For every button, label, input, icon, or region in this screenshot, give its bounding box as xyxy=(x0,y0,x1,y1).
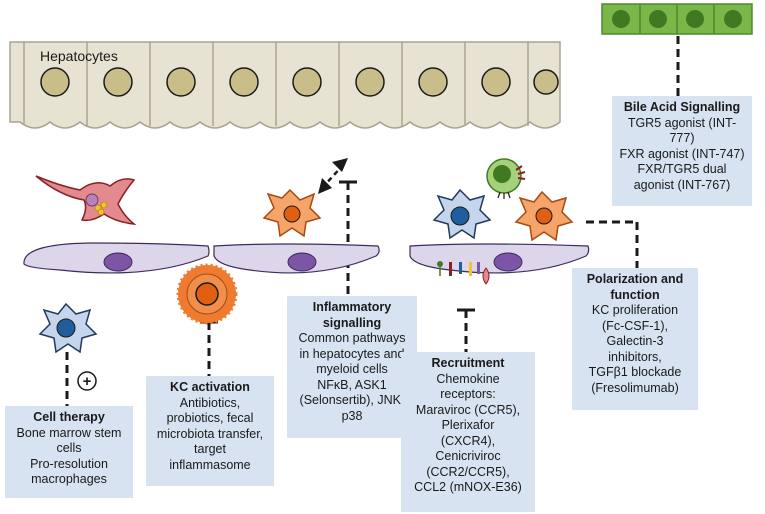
bile-acid-title: Bile Acid Signalling xyxy=(623,100,741,114)
bile-acid-line: TGR5 agonist (INT- xyxy=(627,115,737,130)
kc-activation-line: Antibiotics, xyxy=(179,395,241,410)
bile-acid-line: FXR/TGR5 dual xyxy=(637,162,727,176)
bidirectional-arrow xyxy=(318,158,348,194)
cell-therapy-line: cells xyxy=(56,441,82,455)
cell-therapy-line: macrophages xyxy=(31,472,107,486)
recruitment-line: (CXCR4), xyxy=(440,433,496,448)
polarization-title: Polarization and xyxy=(586,272,684,286)
inflammatory-line: myeloid cells xyxy=(316,362,388,376)
recruitment-line: Chemokine xyxy=(436,371,500,386)
monocyte-with-receptors xyxy=(486,158,526,199)
blue-macrophage-recruitment xyxy=(432,188,492,240)
polarization-line: (Fresolimumab) xyxy=(591,380,679,395)
recruitment-box: Recruitment Chemokine receptors: Maravir… xyxy=(401,352,535,512)
chemokine-receptors xyxy=(437,261,490,285)
recruitment-line: Maraviroc (CCR5), xyxy=(415,402,521,417)
inflammatory-signalling-box: Inflammatory signalling Common pathways … xyxy=(287,296,417,438)
recruitment-line: (CCR2/CCR5), xyxy=(426,464,510,479)
plus-circle-icon: + xyxy=(77,371,97,391)
polarization-title: function xyxy=(610,287,660,302)
recruitment-line: receptors: xyxy=(440,387,496,401)
inflammatory-line: Common pathways xyxy=(298,331,406,345)
activated-kupffer-cell xyxy=(176,263,238,325)
endothelial-cells xyxy=(23,242,590,274)
polarization-line: KC proliferation xyxy=(591,303,679,317)
inflammatory-line: NFκB, ASK1 xyxy=(317,377,387,392)
stellate-cell xyxy=(35,175,137,226)
cell-therapy-line: Bone marrow stem xyxy=(16,425,122,440)
orange-macrophage-polarization xyxy=(514,190,574,242)
inflammatory-line: (Selonsertib), JNK, xyxy=(299,393,405,407)
orange-macrophage-inflammatory xyxy=(262,188,322,238)
blue-macrophage-cell-therapy xyxy=(38,302,98,354)
hepatocytes-label: Hepatocytes xyxy=(40,48,118,64)
recruitment-line: Cenicriviroc xyxy=(435,449,501,463)
connector-lines xyxy=(65,36,680,406)
bile-acid-line: 777) xyxy=(669,131,695,145)
bile-acid-line: FXR agonist (INT-747) xyxy=(619,146,745,161)
kc-activation-line: target xyxy=(194,442,226,456)
inflammatory-title: signalling xyxy=(322,315,382,330)
kc-activation-line: inflammasome xyxy=(169,457,251,472)
kc-activation-title: KC activation xyxy=(170,380,250,394)
polarization-line: Galectin-3 xyxy=(606,334,664,348)
polarization-line: TGFβ1 blockade xyxy=(588,365,682,379)
polarization-line: (Fc-CSF-1), xyxy=(602,318,668,333)
inflammatory-line: p38 xyxy=(341,408,363,423)
polarization-line: inhibitors, xyxy=(608,349,662,364)
cell-therapy-line: Pro-resolution xyxy=(30,456,108,471)
kc-activation-box: KC activation Antibiotics, probiotics, f… xyxy=(146,376,274,486)
cell-therapy-box: Cell therapy Bone marrow stem cells Pro-… xyxy=(5,406,133,498)
inflammatory-title: Inflammatory xyxy=(312,300,392,314)
kc-activation-line: probiotics, fecal xyxy=(166,411,254,425)
cell-therapy-title: Cell therapy xyxy=(33,410,105,424)
polarization-function-box: Polarization and function KC proliferati… xyxy=(572,268,698,410)
bile-duct-epithelium xyxy=(601,3,753,35)
plus-symbol: + xyxy=(83,373,92,390)
kc-activation-line: microbiota transfer, xyxy=(156,426,264,441)
recruitment-line: Plerixafor xyxy=(441,418,495,432)
recruitment-title: Recruitment xyxy=(431,356,505,370)
inflammatory-line: in hepatocytes and xyxy=(299,346,405,361)
bile-acid-line: agonist (INT-767) xyxy=(633,177,731,192)
hepatocyte-row xyxy=(9,41,561,129)
recruitment-line: CCL2 (mNOX-E36) xyxy=(414,480,522,494)
bile-acid-signalling-box: Bile Acid Signalling TGR5 agonist (INT- … xyxy=(612,96,752,206)
